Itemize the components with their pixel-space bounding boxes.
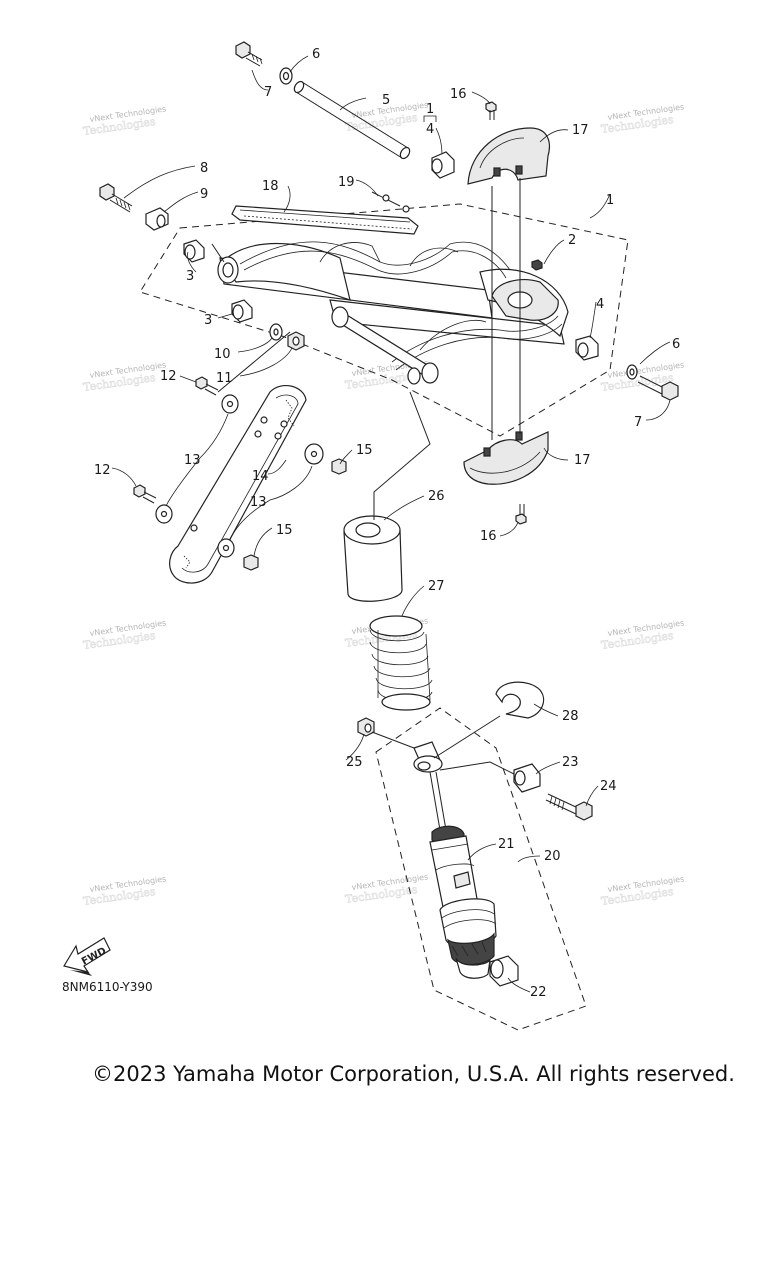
cover-top bbox=[467, 127, 551, 185]
shock-assembly-outline bbox=[375, 707, 587, 1031]
callout-17-bottom: 17 bbox=[574, 453, 591, 468]
callout-28: 25 bbox=[346, 755, 363, 770]
swingarm bbox=[217, 241, 569, 385]
washer-10 bbox=[269, 323, 283, 341]
callout-15-upper: 15 bbox=[356, 443, 373, 458]
callout-4-top: 4 bbox=[426, 122, 434, 137]
bushing-4-right bbox=[575, 335, 599, 361]
collar-26 bbox=[513, 763, 541, 793]
callout-21: 21 bbox=[498, 837, 515, 852]
callout-9: 9 bbox=[200, 187, 208, 202]
collar-9 bbox=[145, 207, 169, 231]
callout-11: 11 bbox=[216, 371, 233, 386]
copyright-notice: ©2023 Yamaha Motor Corporation, U.S.A. A… bbox=[92, 1062, 735, 1086]
callout-17-top: 17 bbox=[572, 123, 589, 138]
spring bbox=[369, 615, 433, 711]
callout-12-lower: 12 bbox=[94, 463, 111, 478]
pivot-shaft bbox=[293, 80, 411, 160]
callout-16-top: 16 bbox=[450, 87, 467, 102]
callout-20: 20 bbox=[544, 849, 561, 864]
nut-15-upper bbox=[331, 458, 347, 475]
callout-7-top: 7 bbox=[264, 85, 272, 100]
callout-16-bottom: 16 bbox=[480, 529, 497, 544]
leader-lines bbox=[111, 55, 671, 993]
strap bbox=[169, 384, 307, 584]
bushing-3-lower bbox=[231, 299, 253, 323]
callout-15-lower: 15 bbox=[276, 523, 293, 538]
callout-19: 19 bbox=[338, 175, 355, 190]
chain-guide bbox=[231, 205, 419, 235]
washer-right bbox=[626, 364, 638, 380]
callout-7-right: 7 bbox=[634, 415, 642, 430]
callout-4-right: 4 bbox=[596, 297, 604, 312]
callout-26: 23 bbox=[562, 755, 579, 770]
washer-13-a bbox=[221, 394, 239, 414]
diagram-code: 8NM6110-Y390 bbox=[62, 980, 153, 994]
washer-13-d bbox=[217, 538, 235, 558]
callout-14: 14 bbox=[252, 469, 269, 484]
callout-1-top: 1 bbox=[426, 102, 434, 117]
callout-8: 8 bbox=[200, 161, 208, 176]
washer-13-b bbox=[155, 504, 173, 524]
bushing-22 bbox=[489, 955, 519, 987]
callout-13-upper: 13 bbox=[184, 453, 201, 468]
callout-2: 2 bbox=[568, 233, 576, 248]
nut-11 bbox=[287, 331, 305, 351]
bolt-top bbox=[235, 41, 263, 67]
bushing-3-upper bbox=[183, 239, 205, 263]
washer-top bbox=[279, 67, 293, 85]
callout-27: 24 bbox=[600, 779, 617, 794]
bolt-27 bbox=[545, 793, 593, 821]
nut-15-lower bbox=[243, 554, 259, 571]
callout-18: 18 bbox=[262, 179, 279, 194]
callout-5: 5 bbox=[382, 93, 390, 108]
callout-24: 27 bbox=[428, 579, 445, 594]
callout-13-lower: 13 bbox=[250, 495, 267, 510]
callout-1-right: 1 bbox=[606, 193, 614, 208]
callout-22: 22 bbox=[530, 985, 547, 1000]
callout-3-lower: 3 bbox=[204, 313, 212, 328]
bolt-16-top bbox=[485, 101, 497, 120]
nut-28 bbox=[357, 717, 375, 737]
washer-13-c bbox=[304, 443, 324, 465]
callout-6-right: 6 bbox=[672, 337, 680, 352]
bushing-top bbox=[431, 151, 455, 179]
bolt-16-bottom bbox=[515, 504, 527, 525]
bolt-12-upper bbox=[195, 376, 219, 396]
assembly-lines bbox=[211, 178, 521, 775]
shock-absorber bbox=[413, 741, 497, 979]
callout-labels: 7 6 5 1 4 16 17 1 2 4 6 7 8 9 18 19 3 3 … bbox=[94, 47, 680, 1000]
callout-23: 26 bbox=[428, 489, 445, 504]
cover-bottom bbox=[463, 431, 549, 485]
callout-3-upper: 3 bbox=[186, 269, 194, 284]
callout-6-top: 6 bbox=[312, 47, 320, 62]
bolt-2 bbox=[531, 259, 543, 271]
spring-seat bbox=[495, 681, 545, 719]
callout-12-upper: 12 bbox=[160, 369, 177, 384]
fwd-arrow-icon: FWD bbox=[63, 937, 111, 976]
swingarm-assembly-outline bbox=[139, 203, 629, 437]
bolt-12-lower bbox=[133, 484, 157, 504]
bolt-right bbox=[637, 375, 679, 401]
bolt-8 bbox=[99, 183, 133, 213]
callout-10: 10 bbox=[214, 347, 231, 362]
callout-25: 28 bbox=[562, 709, 579, 724]
bump-stop bbox=[343, 515, 403, 602]
